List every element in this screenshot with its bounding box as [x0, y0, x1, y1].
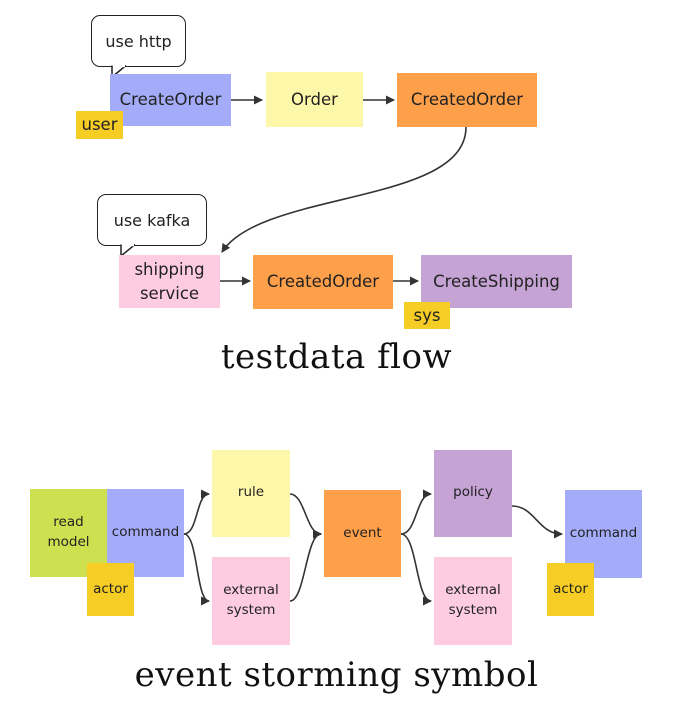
- speech-bubble-use-kafka: use kafka: [97, 194, 207, 246]
- actor-symbol-2: actor: [547, 563, 594, 616]
- event-created-order-2: CreatedOrder: [253, 255, 393, 309]
- event-created-order: CreatedOrder: [397, 73, 537, 127]
- testdata-flow-title: testdata flow: [220, 337, 453, 377]
- arrow-command-to-rule: [183, 489, 210, 535]
- event-symbol: event: [324, 490, 401, 577]
- command-create-order: CreateOrder: [110, 74, 231, 126]
- arrow-createdorder-to-shipping: [221, 126, 467, 253]
- arrow-event-to-policy: [400, 489, 432, 535]
- arrow-policy-to-command: [511, 505, 563, 539]
- bubble-text: use kafka: [113, 210, 191, 230]
- speech-bubble-use-http: use http: [91, 15, 186, 67]
- actor-user: user: [76, 111, 123, 139]
- read-model-symbol: read model: [30, 489, 107, 577]
- policy-symbol: policy: [434, 450, 512, 537]
- external-system-shipping-service: shipping service: [119, 255, 220, 308]
- external-system-symbol-2: external system: [434, 557, 512, 645]
- command-create-shipping: CreateShipping: [421, 255, 572, 308]
- event-storming-symbol-title: event storming symbol: [134, 655, 539, 695]
- actor-sys: sys: [404, 302, 450, 329]
- actor-symbol: actor: [87, 563, 134, 616]
- read-model-order: Order: [266, 72, 363, 127]
- bubble-text: use http: [105, 31, 172, 51]
- arrow-event-to-external: [400, 533, 432, 606]
- arrow-command-to-external: [183, 533, 210, 606]
- arrow-external-to-event: [289, 529, 322, 602]
- rule-symbol: rule: [212, 450, 290, 537]
- arrow-rule-to-event: [289, 493, 322, 539]
- external-system-symbol: external system: [212, 557, 290, 645]
- command-symbol: command: [107, 489, 184, 577]
